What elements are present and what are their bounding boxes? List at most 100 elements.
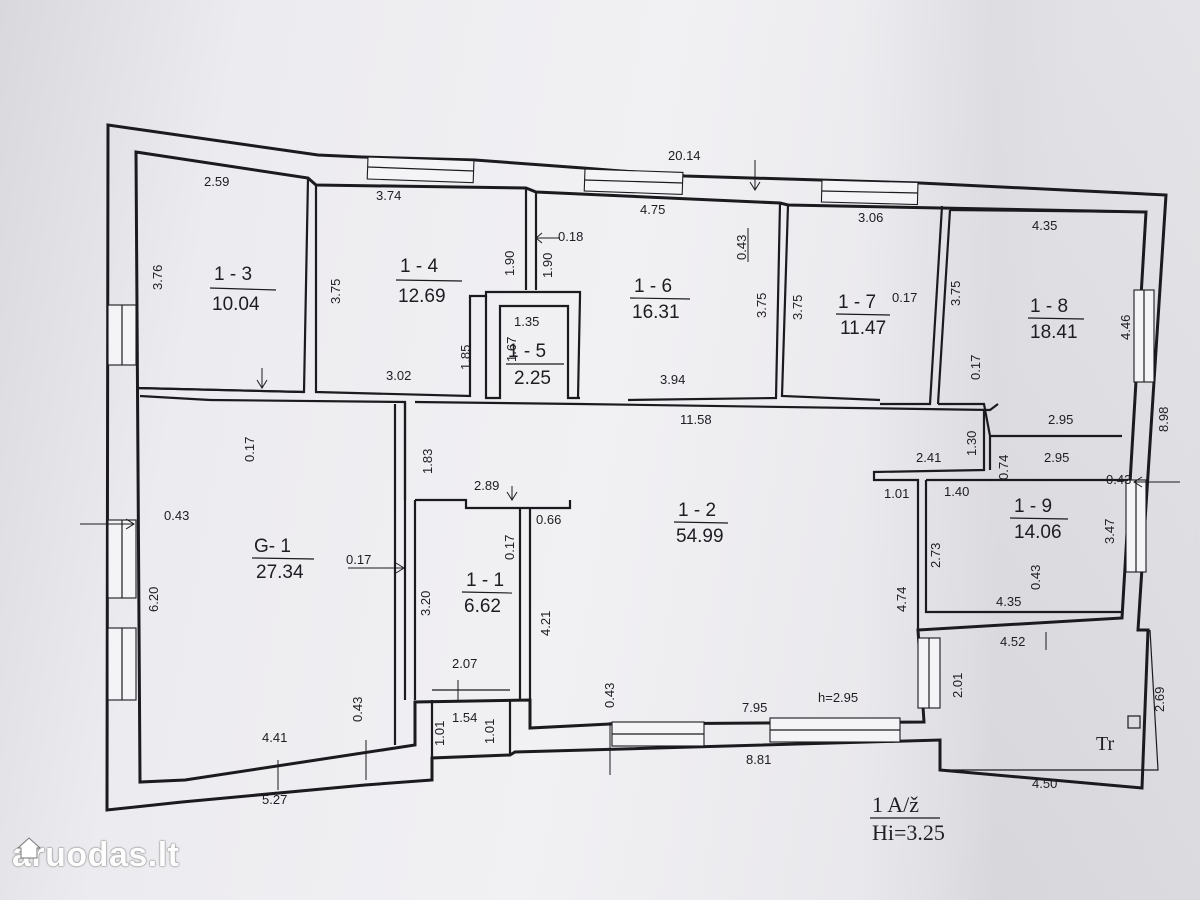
room-label-1-9: 1 - 9 14.06 bbox=[1009, 496, 1069, 543]
svg-text:1 - 7: 1 - 7 bbox=[838, 292, 876, 313]
svg-text:0.17: 0.17 bbox=[242, 437, 257, 462]
svg-text:4.74: 4.74 bbox=[894, 587, 909, 612]
svg-text:3.75: 3.75 bbox=[790, 295, 805, 320]
room-1-4-walls bbox=[314, 185, 582, 399]
svg-text:Tr: Tr bbox=[1096, 733, 1115, 755]
svg-text:G- 1: G- 1 bbox=[254, 536, 291, 557]
dim-arrow-0-17-left bbox=[256, 368, 268, 389]
svg-text:8.98: 8.98 bbox=[1156, 407, 1171, 432]
outer-wall-inner-line bbox=[134, 150, 1148, 784]
svg-text:2.95: 2.95 bbox=[1044, 450, 1069, 465]
svg-text:1.40: 1.40 bbox=[944, 484, 969, 499]
svg-text:16.31: 16.31 bbox=[632, 302, 680, 323]
svg-text:1.30: 1.30 bbox=[964, 431, 979, 456]
outer-wall-outer-line bbox=[105, 123, 1168, 812]
svg-text:1.85: 1.85 bbox=[458, 345, 473, 370]
watermark-text: aruodas.lt bbox=[12, 836, 180, 874]
room-label-1-7: 1 - 7 11.47 bbox=[835, 292, 891, 339]
dim-arrow-0-17-g1 bbox=[348, 562, 405, 574]
dim-arrow-0-43-left bbox=[80, 518, 135, 530]
svg-text:0.43: 0.43 bbox=[164, 508, 189, 523]
svg-text:1.01: 1.01 bbox=[432, 721, 447, 746]
svg-text:27.34: 27.34 bbox=[256, 562, 304, 583]
window-1-6-pane bbox=[584, 179, 684, 184]
svg-text:1 - 5: 1 - 5 bbox=[508, 341, 546, 362]
room-label-1-5: 1 - 5 2.25 bbox=[506, 341, 564, 389]
svg-text:4.46: 4.46 bbox=[1118, 315, 1133, 340]
room-label-g1: G- 1 27.34 bbox=[251, 536, 315, 583]
svg-text:3.74: 3.74 bbox=[376, 188, 401, 203]
dim-arrow-20-14 bbox=[749, 160, 761, 191]
svg-text:1 - 1: 1 - 1 bbox=[466, 570, 504, 591]
svg-text:2.73: 2.73 bbox=[928, 543, 943, 568]
svg-text:7.95: 7.95 bbox=[742, 700, 767, 715]
svg-text:2.59: 2.59 bbox=[204, 174, 229, 189]
svg-text:3.76: 3.76 bbox=[150, 265, 165, 290]
dim-arrow-0-43-right bbox=[1133, 476, 1180, 488]
window-1-4-pane bbox=[367, 166, 475, 172]
svg-text:1.90: 1.90 bbox=[540, 253, 555, 278]
svg-text:4.75: 4.75 bbox=[640, 202, 665, 217]
entrance-walls bbox=[430, 700, 512, 758]
svg-text:0.66: 0.66 bbox=[536, 512, 561, 527]
svg-text:0.43: 0.43 bbox=[602, 683, 617, 708]
room-1-5-walls bbox=[484, 296, 580, 400]
svg-text:4.50: 4.50 bbox=[1032, 776, 1057, 791]
room-label-1-4: 1 - 4 12.69 bbox=[395, 256, 463, 307]
svg-text:6.62: 6.62 bbox=[464, 596, 501, 617]
room-label-1-8: 1 - 8 18.41 bbox=[1027, 296, 1085, 343]
svg-text:0.17: 0.17 bbox=[346, 552, 371, 567]
svg-text:0.74: 0.74 bbox=[996, 455, 1011, 480]
svg-text:4.35: 4.35 bbox=[996, 594, 1021, 609]
svg-text:1.54: 1.54 bbox=[452, 710, 477, 725]
svg-text:1 - 9: 1 - 9 bbox=[1014, 496, 1052, 517]
svg-text:4.41: 4.41 bbox=[262, 730, 287, 745]
svg-text:1.01: 1.01 bbox=[482, 719, 497, 744]
svg-text:1 A/ž: 1 A/ž bbox=[872, 792, 919, 817]
svg-text:3.02: 3.02 bbox=[386, 368, 411, 383]
svg-text:2.01: 2.01 bbox=[950, 673, 965, 698]
svg-text:4.35: 4.35 bbox=[1032, 218, 1057, 233]
room-1-8-walls bbox=[938, 208, 1147, 438]
svg-text:1.67: 1.67 bbox=[504, 337, 519, 362]
svg-text:20.14: 20.14 bbox=[668, 148, 701, 163]
svg-text:1 - 8: 1 - 8 bbox=[1030, 296, 1068, 317]
svg-text:2.25: 2.25 bbox=[514, 368, 551, 389]
room-g1-walls bbox=[139, 394, 397, 745]
dim-arrow-2-89 bbox=[506, 486, 518, 501]
watermark-logo: aruodas.lt bbox=[12, 836, 179, 875]
svg-text:0.43: 0.43 bbox=[350, 697, 365, 722]
dimension-labels: 20.14 2.59 3.74 4.75 3.06 4.35 3.76 3.75… bbox=[146, 148, 1171, 807]
window-1-7-pane bbox=[821, 190, 919, 194]
svg-text:0.18: 0.18 bbox=[558, 229, 583, 244]
svg-text:1 - 6: 1 - 6 bbox=[634, 276, 672, 297]
svg-text:12.69: 12.69 bbox=[398, 286, 446, 307]
svg-text:2.07: 2.07 bbox=[452, 656, 477, 671]
svg-text:3.47: 3.47 bbox=[1102, 519, 1117, 544]
svg-text:0.43: 0.43 bbox=[734, 235, 749, 260]
svg-text:1.01: 1.01 bbox=[884, 486, 909, 501]
corridor-top-wall bbox=[135, 386, 999, 500]
svg-text:3.75: 3.75 bbox=[948, 281, 963, 306]
window-1-4 bbox=[366, 156, 475, 184]
svg-text:1 - 2: 1 - 2 bbox=[678, 500, 716, 521]
svg-text:0.17: 0.17 bbox=[892, 290, 917, 305]
svg-text:5.27: 5.27 bbox=[262, 792, 287, 807]
svg-text:18.41: 18.41 bbox=[1030, 322, 1078, 343]
svg-text:54.99: 54.99 bbox=[676, 526, 724, 547]
svg-text:8.81: 8.81 bbox=[746, 752, 771, 767]
svg-text:3.06: 3.06 bbox=[858, 210, 883, 225]
svg-text:2.95: 2.95 bbox=[1048, 412, 1073, 427]
svg-text:0.43: 0.43 bbox=[1106, 472, 1131, 487]
svg-text:3.20: 3.20 bbox=[418, 591, 433, 616]
svg-text:1 - 3: 1 - 3 bbox=[214, 264, 252, 285]
dim-arrow-0-18 bbox=[535, 232, 560, 244]
svg-text:10.04: 10.04 bbox=[212, 294, 260, 315]
plan-legend: 1 A/ž Hi=3.25 bbox=[870, 792, 945, 845]
room-label-1-2: 1 - 2 54.99 bbox=[673, 500, 729, 547]
svg-text:Hi=3.25: Hi=3.25 bbox=[872, 820, 945, 845]
svg-text:3.75: 3.75 bbox=[328, 279, 343, 304]
svg-text:11.58: 11.58 bbox=[680, 412, 712, 427]
